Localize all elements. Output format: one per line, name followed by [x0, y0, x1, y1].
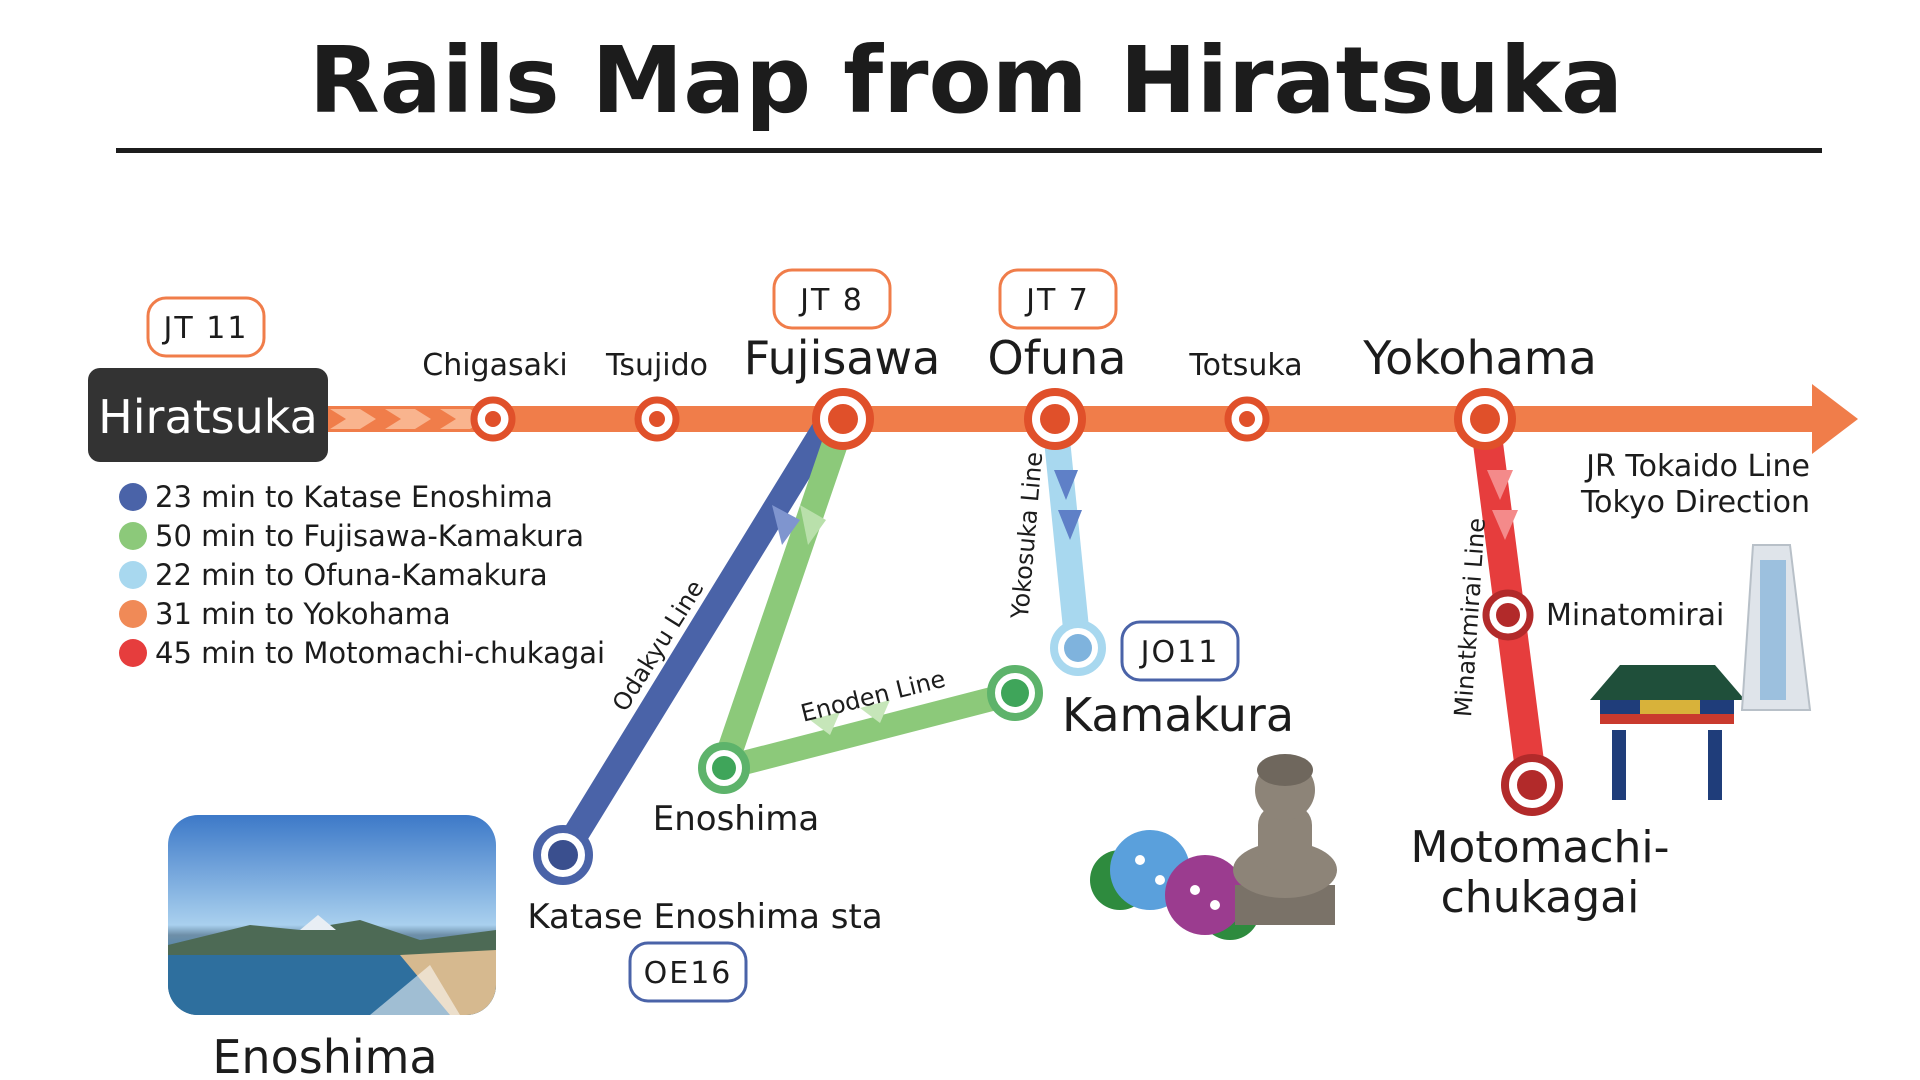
station-kamakura-enoden: [987, 665, 1043, 721]
station-tsujido: [634, 396, 680, 442]
yokosuka-line: [1042, 407, 1091, 661]
kamakura-code: JO11: [1139, 635, 1220, 670]
station-kamakura: [1050, 620, 1106, 676]
origin-code-badge: [146, 296, 266, 358]
katase-code: OE16: [644, 956, 733, 991]
chevron-icon: [1058, 510, 1082, 540]
tokaido-arrowhead: [1812, 384, 1858, 454]
enoden-line-enoshima-kamakura: [712, 681, 1027, 780]
legend-text: 45 min to Motomachi-chukagai: [155, 636, 605, 670]
station-ofuna: [1024, 388, 1086, 450]
chinatown-gate-icon: [1590, 665, 1745, 800]
legend: 23 min to Katase Enoshima 50 min to Fuji…: [119, 480, 605, 670]
station-label-chigasaki: Chigasaki: [422, 348, 567, 383]
station-label-motomachi-line1: Motomachi-: [1410, 822, 1669, 873]
page-title: Rails Map from Hiratsuka: [309, 27, 1623, 134]
station-label-katase: Katase Enoshima sta: [527, 897, 882, 937]
chevron-icon: [800, 505, 826, 545]
landmark-tower-icon: [1740, 544, 1812, 711]
chevron-icon: [772, 505, 800, 545]
station-label-tsujido: Tsujido: [605, 348, 708, 383]
station-yokohama: [1454, 388, 1516, 450]
chevron-icon: [860, 700, 890, 723]
enoshima-photo: [168, 815, 496, 1015]
tokaido-direction-line2: Tokyo Direction: [1580, 485, 1810, 520]
chevron-icon: [330, 409, 376, 429]
photo-caption: Enoshima: [212, 1030, 437, 1080]
station-label-minatomirai: Minatomirai: [1546, 598, 1724, 633]
legend-text: 23 min to Katase Enoshima: [155, 480, 553, 514]
fujisawa-code: JT 8: [798, 283, 864, 318]
origin-code: JT 11: [162, 311, 249, 346]
station-fujisawa: [812, 388, 874, 450]
chevron-icon: [810, 712, 840, 735]
tokaido-direction-line1: JR Tokaido Line: [1584, 449, 1810, 484]
station-label-enoshima: Enoshima: [653, 799, 820, 839]
station-label-fujisawa: Fujisawa: [744, 331, 941, 385]
yokosuka-line-label: Yokosuka Line: [1006, 451, 1049, 621]
legend-item-motomachi: 45 min to Motomachi-chukagai: [119, 636, 605, 670]
legend-item-katase: 23 min to Katase Enoshima: [119, 480, 553, 514]
legend-dot: [119, 522, 147, 550]
legend-text: 22 min to Ofuna-Kamakura: [155, 558, 548, 592]
station-motomachi-chukagai: [1501, 754, 1563, 816]
legend-item-fujisawa-kamakura: 50 min to Fujisawa-Kamakura: [119, 519, 584, 553]
legend-dot: [119, 639, 147, 667]
great-buddha-icon: [1233, 754, 1337, 925]
station-totsuka: [1224, 396, 1270, 442]
title-underline: [116, 148, 1822, 153]
fujisawa-code-badge: [772, 268, 892, 330]
station-enoshima: [698, 742, 750, 794]
origin-station-box: [88, 368, 328, 462]
enoden-line-fujisawa-enoshima: [711, 407, 856, 781]
katase-code-badge: [628, 941, 748, 1003]
origin-station-name: Hiratsuka: [98, 390, 318, 444]
legend-dot: [119, 561, 147, 589]
station-label-kamakura: Kamakura: [1062, 688, 1294, 742]
legend-dot: [119, 483, 147, 511]
hydrangea-icon: [1090, 830, 1260, 940]
kamakura-code-badge: [1120, 620, 1240, 682]
chevron-icon: [1492, 510, 1518, 540]
station-label-motomachi-line2: chukagai: [1441, 872, 1640, 923]
station-chigasaki: [470, 396, 516, 442]
legend-text: 50 min to Fujisawa-Kamakura: [155, 519, 584, 553]
station-minatomirai: [1482, 589, 1534, 641]
legend-text: 31 min to Yokohama: [155, 597, 451, 631]
station-label-ofuna: Ofuna: [988, 331, 1127, 385]
station-katase-enoshima: [533, 825, 593, 885]
chevron-icon: [1054, 470, 1078, 500]
legend-item-yokohama: 31 min to Yokohama: [119, 597, 451, 631]
chevron-icon: [385, 409, 431, 429]
chevron-icon: [1487, 470, 1513, 500]
legend-item-ofuna-kamakura: 22 min to Ofuna-Kamakura: [119, 558, 548, 592]
odakyu-line: [550, 407, 843, 868]
ofuna-code: JT 7: [1024, 283, 1090, 318]
ofuna-code-badge: [998, 268, 1118, 330]
station-label-yokohama: Yokohama: [1362, 331, 1597, 385]
station-label-totsuka: Totsuka: [1188, 348, 1302, 383]
legend-dot: [119, 600, 147, 628]
